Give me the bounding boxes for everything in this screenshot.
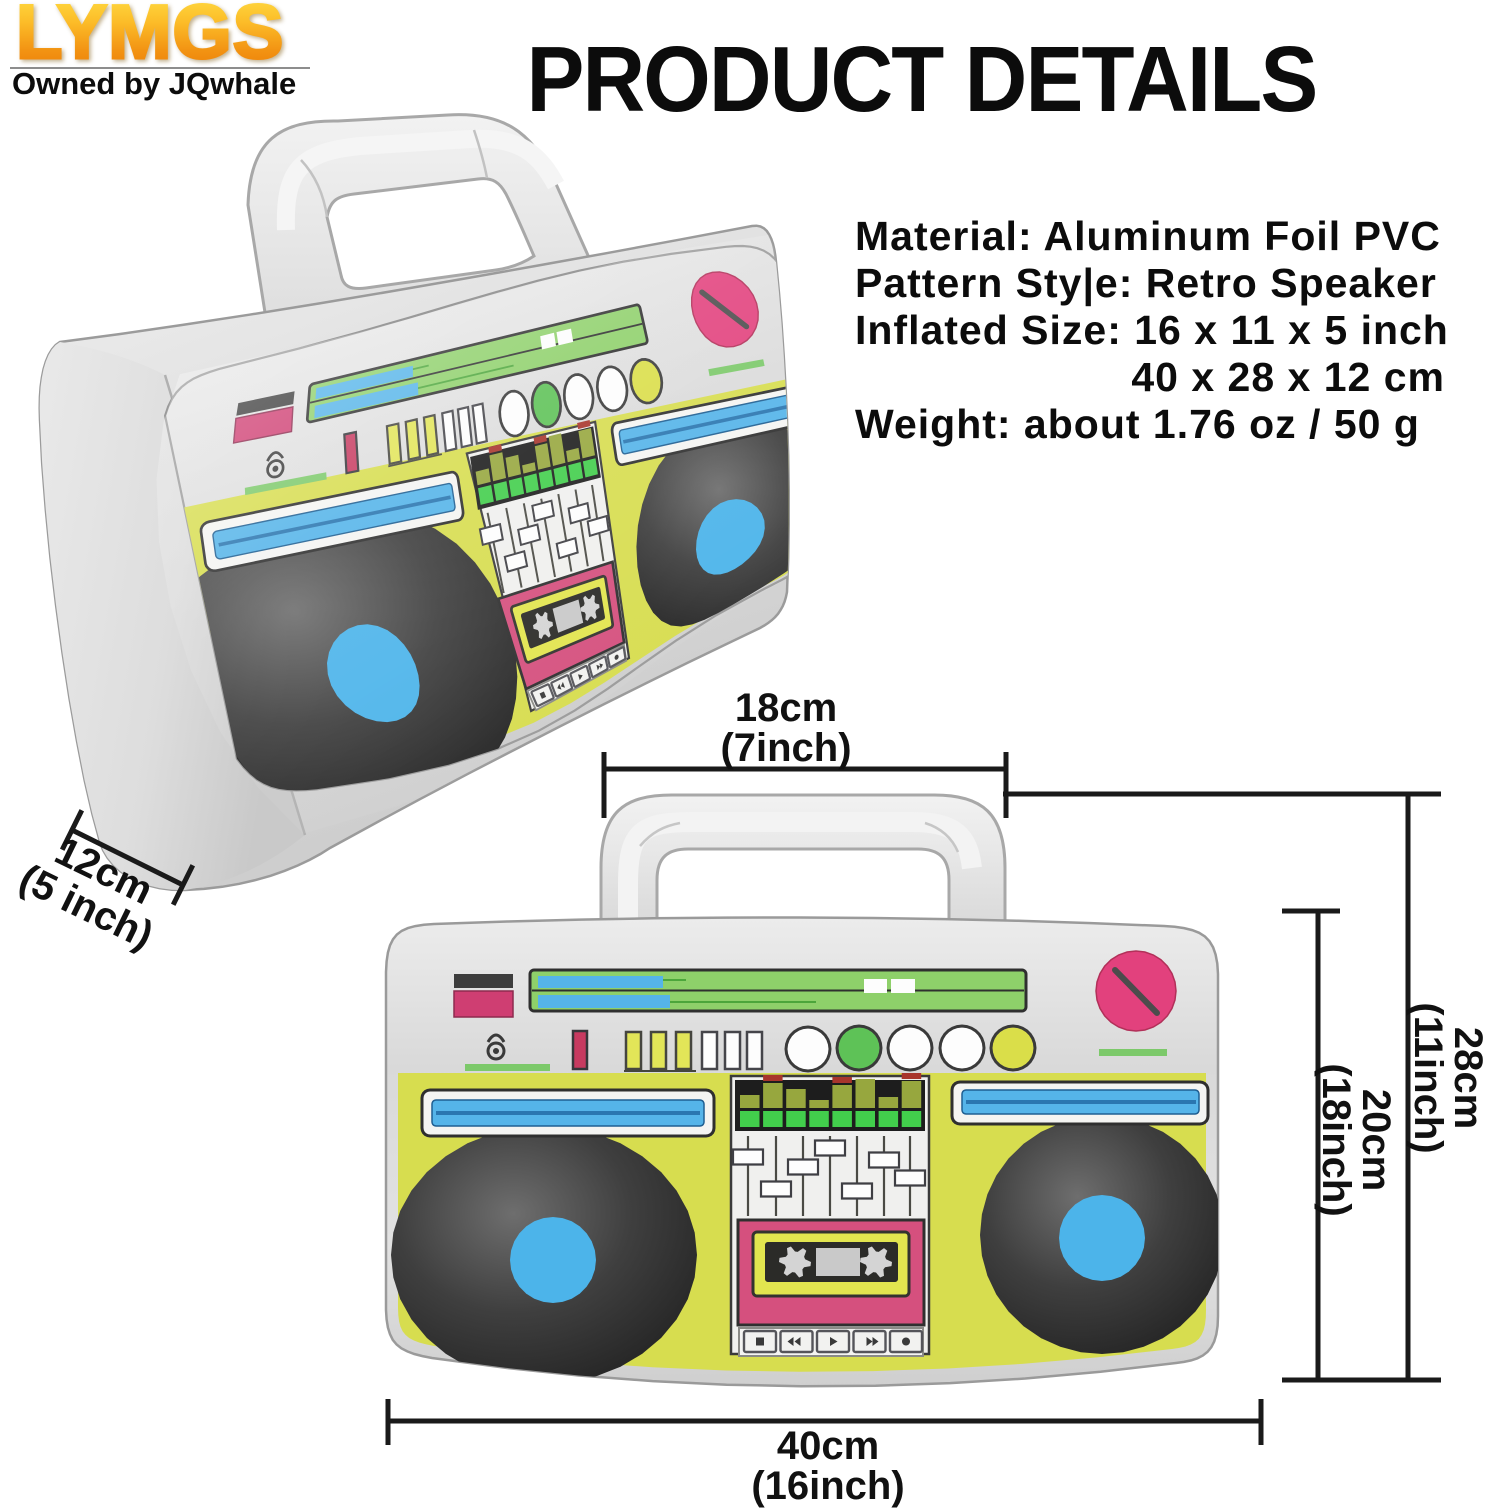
svg-text:LYMGS: LYMGS — [16, 0, 284, 70]
